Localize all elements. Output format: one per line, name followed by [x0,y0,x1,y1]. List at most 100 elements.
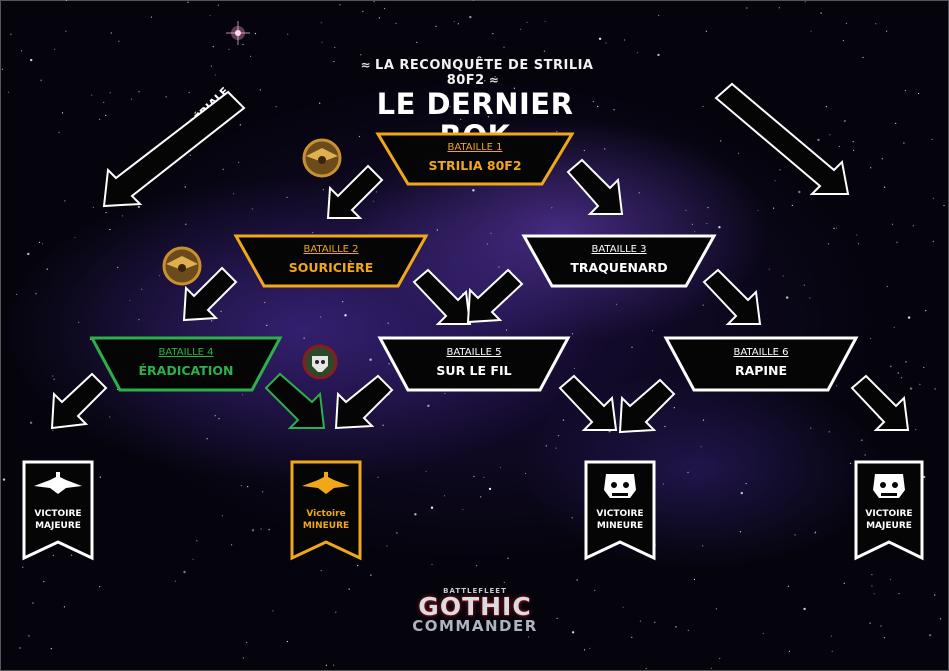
star [831,650,833,652]
battle-1-shape [375,132,575,186]
battle-5[interactable]: BATAILLE 5 SUR LE FIL [408,338,540,390]
star [492,33,494,35]
star [897,372,899,374]
outcome-imperial-minor[interactable]: Victoire MINEURE [294,462,358,556]
star [137,205,141,209]
star [40,79,42,81]
star [27,252,30,256]
outcome-ork-major-label: VICTOIRE MAJEURE [857,508,921,532]
star [524,472,527,475]
star [183,570,186,574]
star [35,293,37,295]
star [339,4,341,6]
star [184,186,186,188]
battle-6[interactable]: BATAILLE 6 RAPINE [694,338,828,390]
star [22,566,24,568]
star [174,580,176,582]
star [488,487,492,491]
star [791,204,793,206]
star [498,266,500,268]
battle-4-name: ÉRADICATION [138,363,234,378]
star [325,664,327,666]
star [52,429,54,431]
battle-6-number: BATAILLE 6 [733,347,789,358]
star [473,475,475,477]
star [266,324,268,326]
star [20,50,23,52]
star [320,316,322,318]
star [915,429,917,431]
arrow-b1-to-b2 [326,164,384,219]
outcome-line2: MAJEURE [866,521,912,531]
star [260,528,262,530]
battle-2[interactable]: BATAILLE 2 SOURICIÈRE [264,236,398,286]
star [378,17,380,19]
battle-5-number: BATAILLE 5 [446,347,502,358]
star [889,578,892,581]
star [687,471,689,473]
battle-1[interactable]: BATAILLE 1 STRILIA 80F2 [408,134,542,184]
star [651,330,654,332]
star [571,517,573,519]
star [551,207,553,209]
star [231,544,233,546]
star [246,641,248,644]
star [141,288,143,290]
star [594,589,596,591]
arrow-b5-to-imperial-minor [334,374,394,430]
star [871,574,873,576]
star [10,33,12,35]
star [893,326,895,328]
outcome-line1: Victoire [306,509,346,519]
star [870,167,872,169]
star [861,439,863,441]
star [52,375,54,377]
star [803,607,806,611]
star [470,615,472,617]
star [39,241,41,243]
star [449,105,451,108]
outcome-ork-minor[interactable]: VICTOIRE MINEURE [588,462,652,556]
star [810,427,812,429]
star [333,664,335,666]
star [838,145,840,148]
imperial-aquila-icon [34,472,82,494]
star [687,629,689,631]
star [869,622,871,624]
star [856,234,858,236]
star [58,131,60,133]
battle-1-number: BATAILLE 1 [447,142,503,153]
star [891,223,894,225]
star [250,55,252,57]
star [737,152,740,154]
star [110,32,112,34]
battle-2-shape [233,234,429,288]
battle-2-number: BATAILLE 2 [303,244,359,255]
star [571,631,575,634]
outcome-ork-major[interactable]: VICTOIRE MAJEURE [857,462,921,556]
star [562,419,565,421]
battle-4[interactable]: BATAILLE 4 ÉRADICATION [120,338,252,390]
battle-3[interactable]: BATAILLE 3 TRAQUENARD [552,236,686,286]
arrow-b4-to-imperial-major [50,372,108,430]
star [484,80,486,82]
star [794,534,796,536]
star [507,557,509,559]
star [242,657,244,659]
star [657,53,660,57]
star [852,141,854,143]
star [29,421,33,424]
battle-5-shape [377,336,571,392]
star [928,634,932,637]
star [472,0,474,1]
star [65,30,67,32]
star [61,112,64,114]
battle-6-name: RAPINE [734,363,788,378]
arrow-b3-to-b6 [702,268,762,325]
star [362,10,364,12]
star [613,109,615,111]
star [70,554,73,556]
star [228,48,230,50]
star [720,140,722,142]
outcome-imperial-major[interactable]: VICTOIRE MAJEURE [26,462,90,556]
